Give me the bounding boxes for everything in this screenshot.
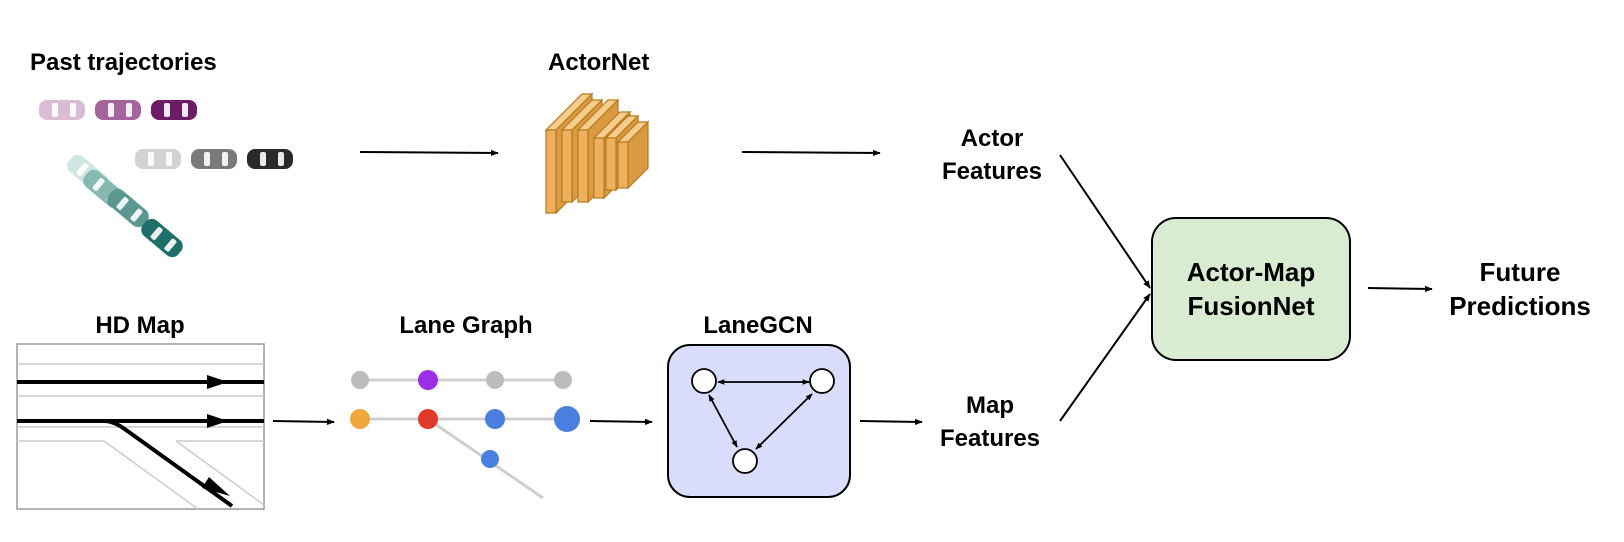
fusionnet-box: Actor-Map FusionNet: [1151, 217, 1351, 361]
arrow-fusion-to-predictions: [1367, 285, 1433, 293]
lanegcn-box: [667, 344, 851, 498]
arrow-lanegcn-to-map-features: [859, 418, 923, 426]
lane-node: [485, 409, 505, 429]
lane-node: [486, 371, 504, 389]
lane-node: [350, 409, 370, 429]
lane-node: [418, 409, 438, 429]
past-trajectories-cars: [39, 100, 293, 258]
hd-map-label: HD Map: [95, 312, 184, 339]
future-predictions-label-line2: Predictions: [1449, 291, 1591, 321]
arrow-lanegraph-to-lanegcn: [589, 418, 653, 426]
fusionnet-label-line1: Actor-Map: [1187, 257, 1316, 287]
map-features-label-line1: Map: [966, 392, 1014, 419]
graph-icon: [691, 368, 835, 474]
lanegcn-label: LaneGCN: [703, 312, 812, 339]
actor-features-label-line1: Actor: [961, 125, 1024, 152]
lane-node: [481, 450, 499, 468]
hd-map-image: [16, 343, 265, 510]
lane-node: [418, 370, 438, 390]
car-icon: [95, 100, 141, 120]
lane-graph-label: Lane Graph: [399, 312, 532, 339]
car-icon: [191, 149, 237, 169]
car-icon: [151, 100, 197, 120]
car-icon: [247, 149, 293, 169]
lane-node: [554, 371, 572, 389]
map-features-label-line2: Features: [940, 425, 1040, 452]
arrow-trajectories-to-actornet: [359, 149, 499, 157]
arrow-actornet-to-actor-features: [741, 149, 881, 157]
future-predictions-label-line1: Future: [1480, 257, 1561, 287]
arrow-map-features-to-fusion: [1059, 293, 1151, 422]
lane-graph-image: [350, 370, 580, 500]
fusionnet-label-line2: FusionNet: [1187, 291, 1314, 321]
arrow-actor-features-to-fusion: [1059, 154, 1151, 289]
conv-layers-icon: [544, 92, 650, 215]
car-icon: [135, 149, 181, 169]
actor-features-label-line2: Features: [942, 158, 1042, 185]
car-icon: [39, 100, 85, 120]
arrow-hdmap-to-lanegraph: [272, 418, 335, 426]
car-icon: [107, 188, 149, 228]
lane-node: [351, 371, 369, 389]
car-icon: [141, 218, 183, 258]
actornet-label: ActorNet: [548, 49, 649, 76]
lane-node: [554, 406, 580, 432]
past-trajectories-label: Past trajectories: [30, 49, 217, 76]
